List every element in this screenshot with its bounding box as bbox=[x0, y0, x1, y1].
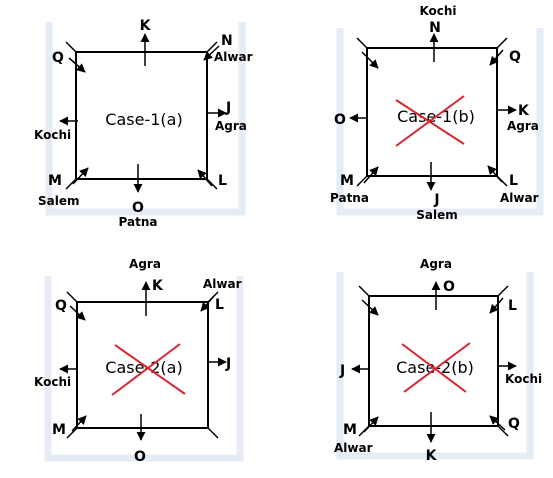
corner-leg bbox=[356, 175, 368, 187]
seat-bottom: O bbox=[134, 449, 146, 465]
seat-bottom-left: M bbox=[343, 422, 357, 438]
seat-left: J bbox=[339, 363, 345, 379]
seat-bottom: O bbox=[132, 200, 144, 216]
seat-top: N bbox=[429, 20, 441, 36]
arrow-diagonal bbox=[487, 165, 503, 183]
arrow-diagonal bbox=[203, 45, 220, 61]
case-label: Case-2(a) bbox=[105, 358, 182, 377]
corner-leg bbox=[356, 37, 368, 49]
place-bottom-left: Patna bbox=[330, 191, 369, 205]
arrow-diagonal bbox=[489, 415, 506, 431]
arrow-diagonal bbox=[197, 169, 213, 187]
seat-right: J bbox=[225, 100, 231, 116]
seat-bottom-right: L bbox=[509, 173, 518, 189]
seat-top-left: Q bbox=[55, 298, 67, 314]
table-square bbox=[366, 47, 498, 177]
cross-out-mark bbox=[114, 344, 186, 395]
arrow-diagonal bbox=[68, 57, 86, 73]
seat-bottom-right: L bbox=[218, 173, 227, 189]
seat-right: K bbox=[518, 103, 530, 119]
panel-case-2b: Case-2(b) Agra O L Kochi J M Alwar Q K bbox=[334, 257, 542, 464]
case-label: Case-2(b) bbox=[396, 358, 474, 377]
seat-bottom: K bbox=[426, 448, 438, 464]
place-top: Agra bbox=[129, 257, 161, 271]
arrow-diagonal bbox=[200, 295, 215, 312]
panel-frame bbox=[44, 276, 244, 462]
cross-out-mark bbox=[111, 343, 181, 396]
arrow-diagonal bbox=[489, 49, 504, 66]
corner-leg bbox=[497, 285, 509, 297]
arrow-diagonal bbox=[363, 166, 379, 184]
place-bottom-right: Alwar bbox=[500, 191, 539, 205]
place-right: Agra bbox=[507, 119, 539, 133]
seat-top-left: Q bbox=[52, 50, 64, 66]
cross-out-mark bbox=[401, 343, 467, 393]
arrow-diagonal bbox=[71, 415, 87, 432]
seat-bottom-left: M bbox=[48, 173, 62, 189]
place-top-right: Alwar bbox=[214, 50, 253, 64]
place-bottom: Salem bbox=[416, 208, 458, 222]
place-left: Kochi bbox=[34, 375, 71, 389]
place-bottom-left: Salem bbox=[38, 194, 80, 208]
corner-leg bbox=[358, 285, 370, 297]
corner-leg bbox=[497, 425, 509, 437]
place-bottom-left: Alwar bbox=[334, 441, 373, 455]
seat-right: J bbox=[225, 356, 231, 372]
seat-top-right: L bbox=[215, 297, 224, 313]
cross-out-mark bbox=[403, 342, 471, 393]
place-left: Kochi bbox=[34, 128, 71, 142]
panel-frame bbox=[336, 272, 534, 460]
corner-leg bbox=[207, 427, 219, 439]
table-square bbox=[368, 295, 499, 427]
seat-bottom-right: Q bbox=[508, 416, 520, 432]
corner-leg bbox=[206, 41, 218, 53]
seat-top-right: L bbox=[508, 298, 517, 314]
seat-bottom: J bbox=[433, 192, 439, 208]
case-label: Case-1(a) bbox=[105, 110, 182, 129]
corner-leg bbox=[66, 291, 78, 303]
seat-bottom-left: M bbox=[52, 422, 66, 438]
place-bottom: Patna bbox=[119, 215, 158, 229]
place-top-right: Alwar bbox=[203, 277, 242, 291]
place-right: Kochi bbox=[505, 372, 542, 386]
seat-left: O bbox=[334, 112, 346, 128]
corner-leg bbox=[206, 178, 218, 190]
corner-leg bbox=[65, 178, 77, 190]
panel-case-1b: Case-1(b) Kochi N Q K Agra O M Patna L A… bbox=[330, 4, 544, 222]
table-square bbox=[76, 301, 209, 429]
seat-top-right: N bbox=[221, 33, 233, 49]
place-right: Agra bbox=[215, 119, 247, 133]
panel-case-2a: Case-2(a) Agra K Q Alwar L J Kochi M O bbox=[34, 257, 244, 465]
panel-frame bbox=[45, 22, 246, 216]
corner-leg bbox=[65, 41, 77, 53]
place-top: Kochi bbox=[419, 4, 456, 18]
table-square bbox=[75, 51, 208, 180]
corner-leg bbox=[496, 37, 508, 49]
arrow-diagonal bbox=[72, 167, 89, 185]
arrow-diagonal bbox=[361, 51, 379, 69]
arrow-diagonal bbox=[69, 305, 86, 321]
cross-out-mark bbox=[395, 95, 465, 147]
seat-bottom-left: M bbox=[340, 173, 354, 189]
seat-top-right: Q bbox=[509, 49, 521, 65]
arrow-diagonal bbox=[363, 416, 379, 433]
arrow-diagonal bbox=[361, 299, 379, 316]
seat-top: K bbox=[140, 18, 152, 34]
panel-case-1a: Case-1(a) K Q N Alwar J Agra Kochi M Sal… bbox=[34, 18, 253, 229]
seat-top: K bbox=[152, 278, 164, 294]
corner-leg bbox=[66, 427, 78, 439]
seat-top: O bbox=[443, 279, 455, 295]
place-top: Agra bbox=[420, 257, 452, 271]
panel-frame bbox=[336, 28, 544, 216]
arrow-diagonal bbox=[489, 297, 504, 314]
